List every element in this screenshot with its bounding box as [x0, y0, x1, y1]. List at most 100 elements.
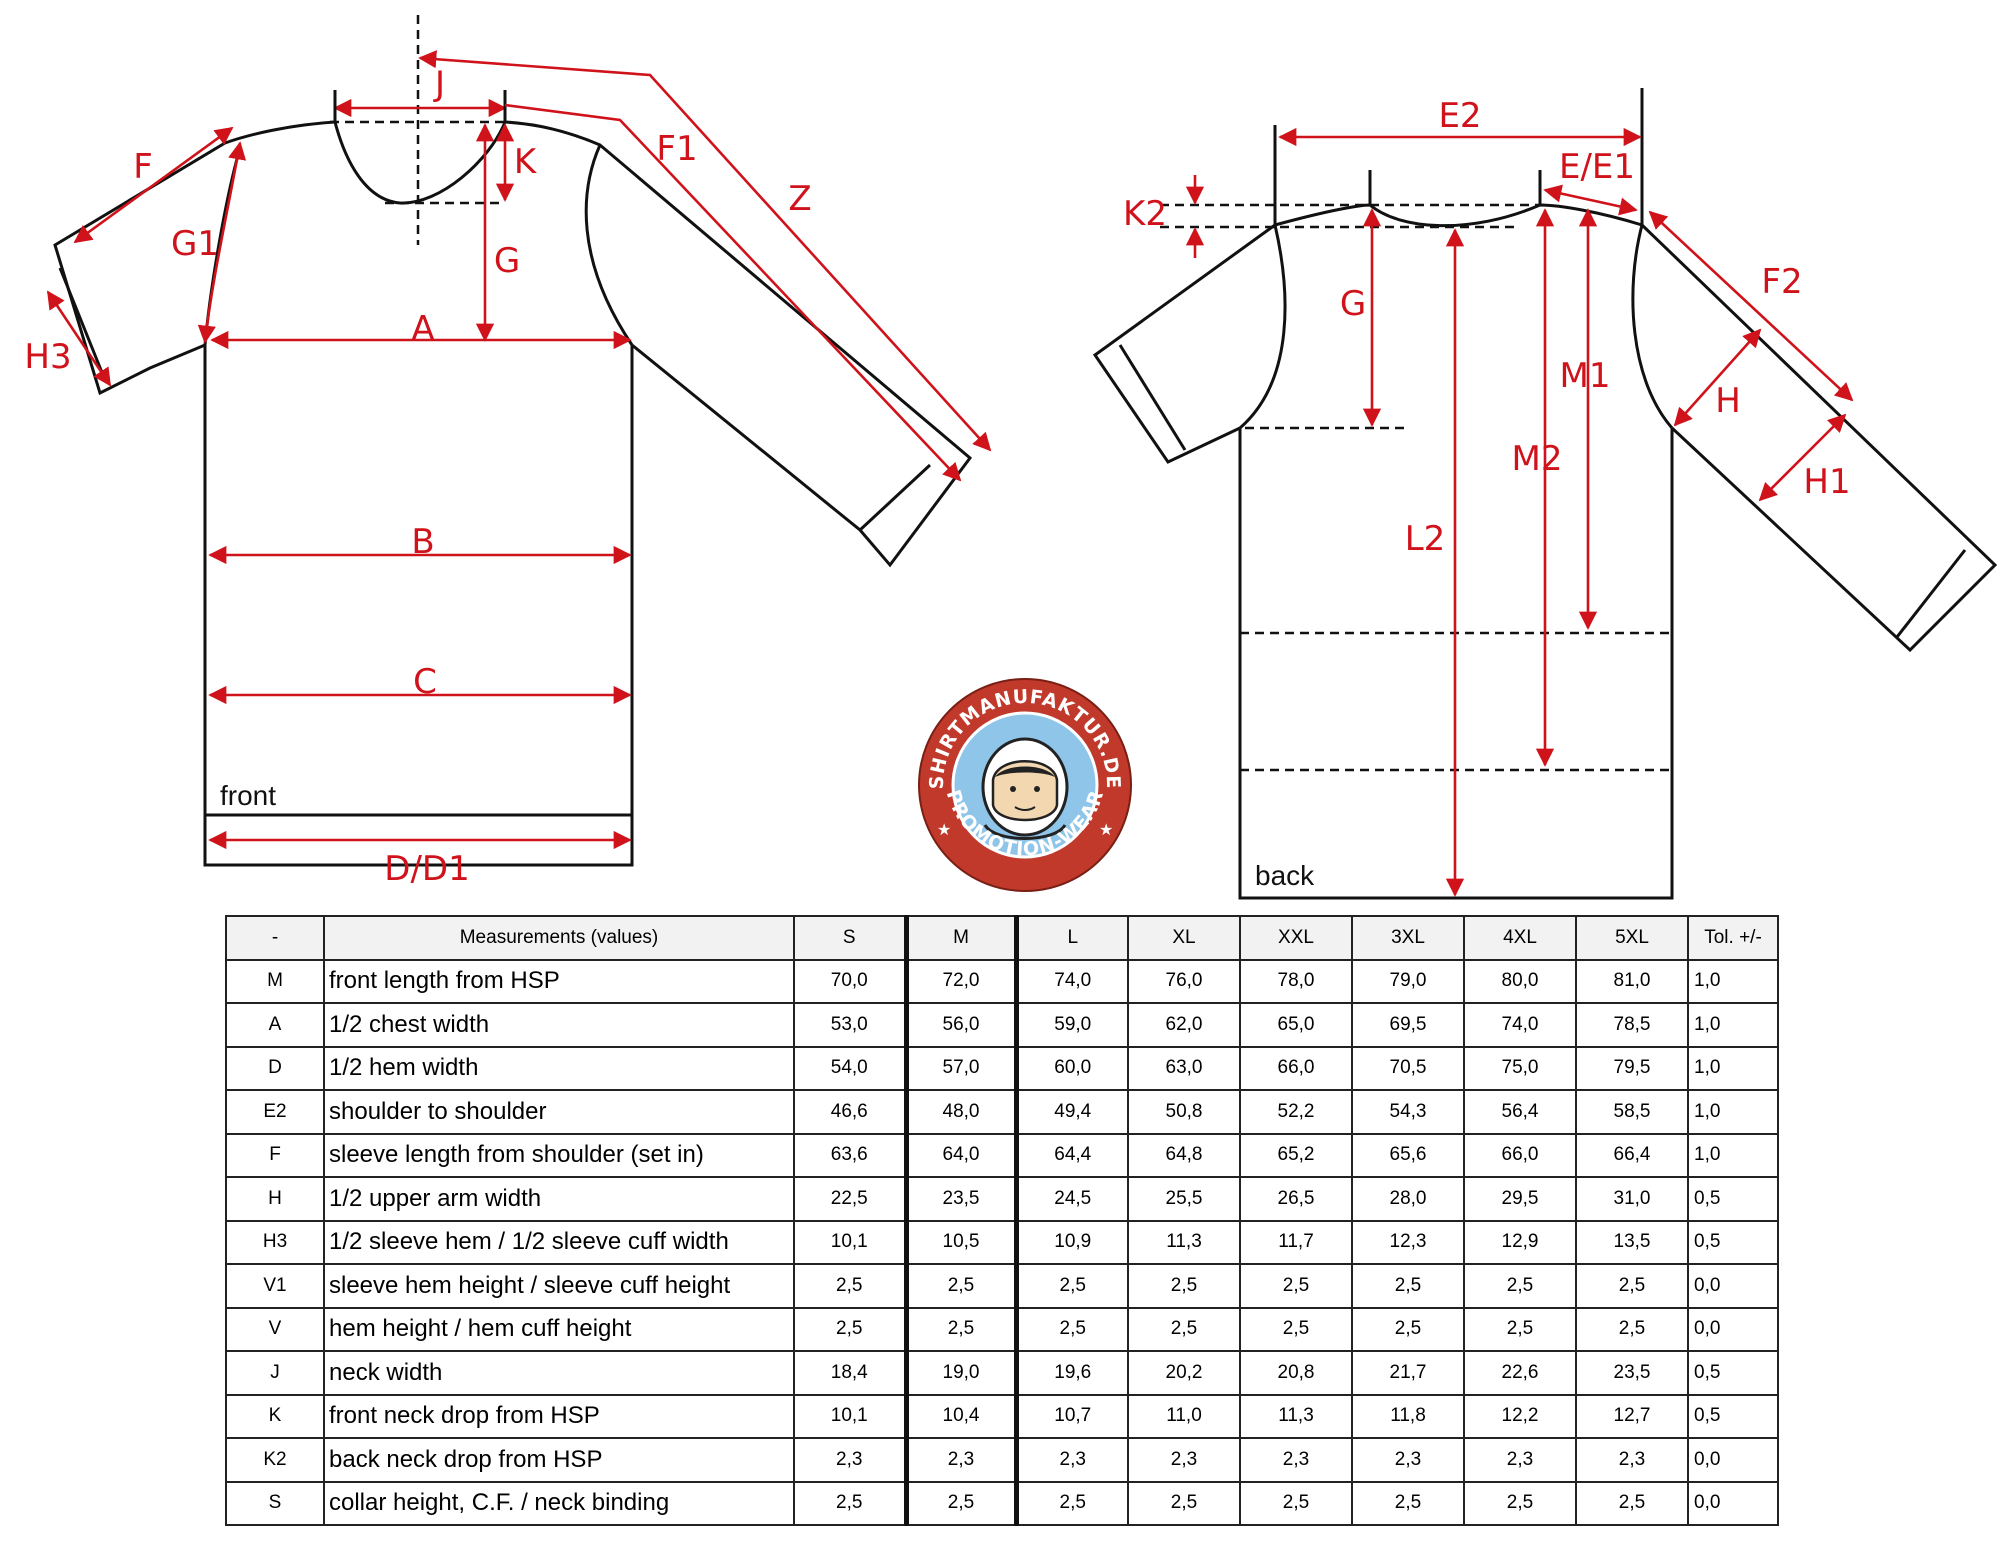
cell-value: 64,4 — [1015, 1132, 1129, 1178]
cell-value: 11,3 — [1127, 1219, 1241, 1265]
cell-code: H3 — [225, 1219, 325, 1265]
back-measure-lines — [1185, 127, 1854, 897]
front-labels: J K F1 Z F G1 G A H3 B C D/D1 front — [24, 64, 811, 889]
cell-value: 11,3 — [1239, 1393, 1353, 1439]
cell-code: E2 — [225, 1089, 325, 1135]
cell-value: 2,5 — [1463, 1263, 1577, 1309]
cell-description: sleeve hem height / sleeve cuff height — [323, 1263, 795, 1309]
cell-tolerance: 0,0 — [1687, 1437, 1779, 1483]
cell-value: 2,5 — [1015, 1306, 1129, 1352]
cell-value: 2,5 — [1575, 1480, 1689, 1526]
cell-value: 12,2 — [1463, 1393, 1577, 1439]
cell-value: 2,5 — [1127, 1306, 1241, 1352]
cell-code: H — [225, 1176, 325, 1222]
cell-description: front length from HSP — [323, 958, 795, 1004]
cell-value: 53,0 — [793, 1002, 909, 1048]
label-f2: F2 — [1761, 262, 1802, 302]
cell-value: 70,5 — [1351, 1045, 1465, 1091]
cell-value: 80,0 — [1463, 958, 1577, 1004]
cell-value: 2,5 — [1351, 1306, 1465, 1352]
cell-code: V — [225, 1306, 325, 1352]
cell-value: 25,5 — [1127, 1176, 1241, 1222]
cell-value: 2,5 — [1463, 1306, 1577, 1352]
cell-value: 24,5 — [1015, 1176, 1129, 1222]
cell-tolerance: 0,0 — [1687, 1306, 1779, 1352]
cell-value: 64,8 — [1127, 1132, 1241, 1178]
cell-value: 22,6 — [1463, 1350, 1577, 1396]
cell-value: 23,5 — [1575, 1350, 1689, 1396]
cell-value: 29,5 — [1463, 1176, 1577, 1222]
measurement-table: - Measurements (values) S M L XL XXL 3XL… — [225, 915, 1779, 1526]
cell-value: 70,0 — [793, 958, 909, 1004]
shirtmanufaktur-logo: SHIRTMANUFAKTUR.DE PROMOTION-WEAR ★ ★ — [918, 678, 1132, 892]
cell-value: 56,4 — [1463, 1089, 1577, 1135]
front-measure-lines — [46, 50, 992, 850]
cell-value: 12,3 — [1351, 1219, 1465, 1265]
cell-value: 2,5 — [1239, 1480, 1353, 1526]
cell-value: 2,5 — [1575, 1263, 1689, 1309]
cell-code: S — [225, 1480, 325, 1526]
cell-value: 2,5 — [1239, 1263, 1353, 1309]
cell-value: 52,2 — [1239, 1089, 1353, 1135]
cell-value: 49,4 — [1015, 1089, 1129, 1135]
cell-value: 2,5 — [905, 1263, 1019, 1309]
cell-value: 2,5 — [1575, 1306, 1689, 1352]
label-m2: M2 — [1512, 439, 1563, 479]
label-b: B — [411, 522, 434, 562]
cell-value: 2,3 — [905, 1437, 1019, 1483]
cell-value: 2,3 — [1351, 1437, 1465, 1483]
cell-description: 1/2 upper arm width — [323, 1176, 795, 1222]
cell-value: 54,3 — [1351, 1089, 1465, 1135]
label-z: Z — [788, 179, 811, 219]
cell-value: 2,5 — [1463, 1480, 1577, 1526]
cell-description: 1/2 sleeve hem / 1/2 sleeve cuff width — [323, 1219, 795, 1265]
cell-description: front neck drop from HSP — [323, 1393, 795, 1439]
cell-value: 65,0 — [1239, 1002, 1353, 1048]
cell-description: back neck drop from HSP — [323, 1437, 795, 1483]
cell-value: 46,6 — [793, 1089, 909, 1135]
cell-code: A — [225, 1002, 325, 1048]
cell-value: 12,7 — [1575, 1393, 1689, 1439]
cell-description: 1/2 hem width — [323, 1045, 795, 1091]
cell-value: 2,5 — [1015, 1263, 1129, 1309]
cell-value: 65,2 — [1239, 1132, 1353, 1178]
cell-value: 23,5 — [905, 1176, 1019, 1222]
cell-value: 20,8 — [1239, 1350, 1353, 1396]
cell-value: 19,6 — [1015, 1350, 1129, 1396]
cell-value: 66,0 — [1463, 1132, 1577, 1178]
header-size-4xl: 4XL — [1463, 915, 1577, 961]
cell-value: 63,6 — [793, 1132, 909, 1178]
cell-value: 2,3 — [1239, 1437, 1353, 1483]
cell-value: 56,0 — [905, 1002, 1019, 1048]
cell-value: 69,5 — [1351, 1002, 1465, 1048]
cell-description: 1/2 chest width — [323, 1002, 795, 1048]
label-d-d1: D/D1 — [384, 849, 469, 889]
cell-value: 2,5 — [1351, 1480, 1465, 1526]
cell-tolerance: 0,5 — [1687, 1350, 1779, 1396]
star-icon: ★ — [937, 820, 951, 839]
header-size-xl: XL — [1127, 915, 1241, 961]
cell-value: 2,5 — [1351, 1263, 1465, 1309]
cell-value: 81,0 — [1575, 958, 1689, 1004]
cell-tolerance: 0,5 — [1687, 1219, 1779, 1265]
header-size-3xl: 3XL — [1351, 915, 1465, 961]
cell-value: 2,3 — [793, 1437, 909, 1483]
cell-value: 28,0 — [1351, 1176, 1465, 1222]
label-e-e1: E/E1 — [1559, 147, 1635, 187]
cell-tolerance: 1,0 — [1687, 1045, 1779, 1091]
cell-value: 78,0 — [1239, 958, 1353, 1004]
label-f1: F1 — [656, 129, 697, 169]
label-h3: H3 — [24, 337, 71, 377]
back-caption: back — [1255, 860, 1315, 891]
label-c: C — [413, 662, 437, 702]
cell-value: 65,6 — [1351, 1132, 1465, 1178]
cell-code: F — [225, 1132, 325, 1178]
header-size-xxl: XXL — [1239, 915, 1353, 961]
label-g: G — [494, 241, 520, 281]
front-caption: front — [220, 780, 276, 811]
cell-tolerance: 0,0 — [1687, 1263, 1779, 1309]
